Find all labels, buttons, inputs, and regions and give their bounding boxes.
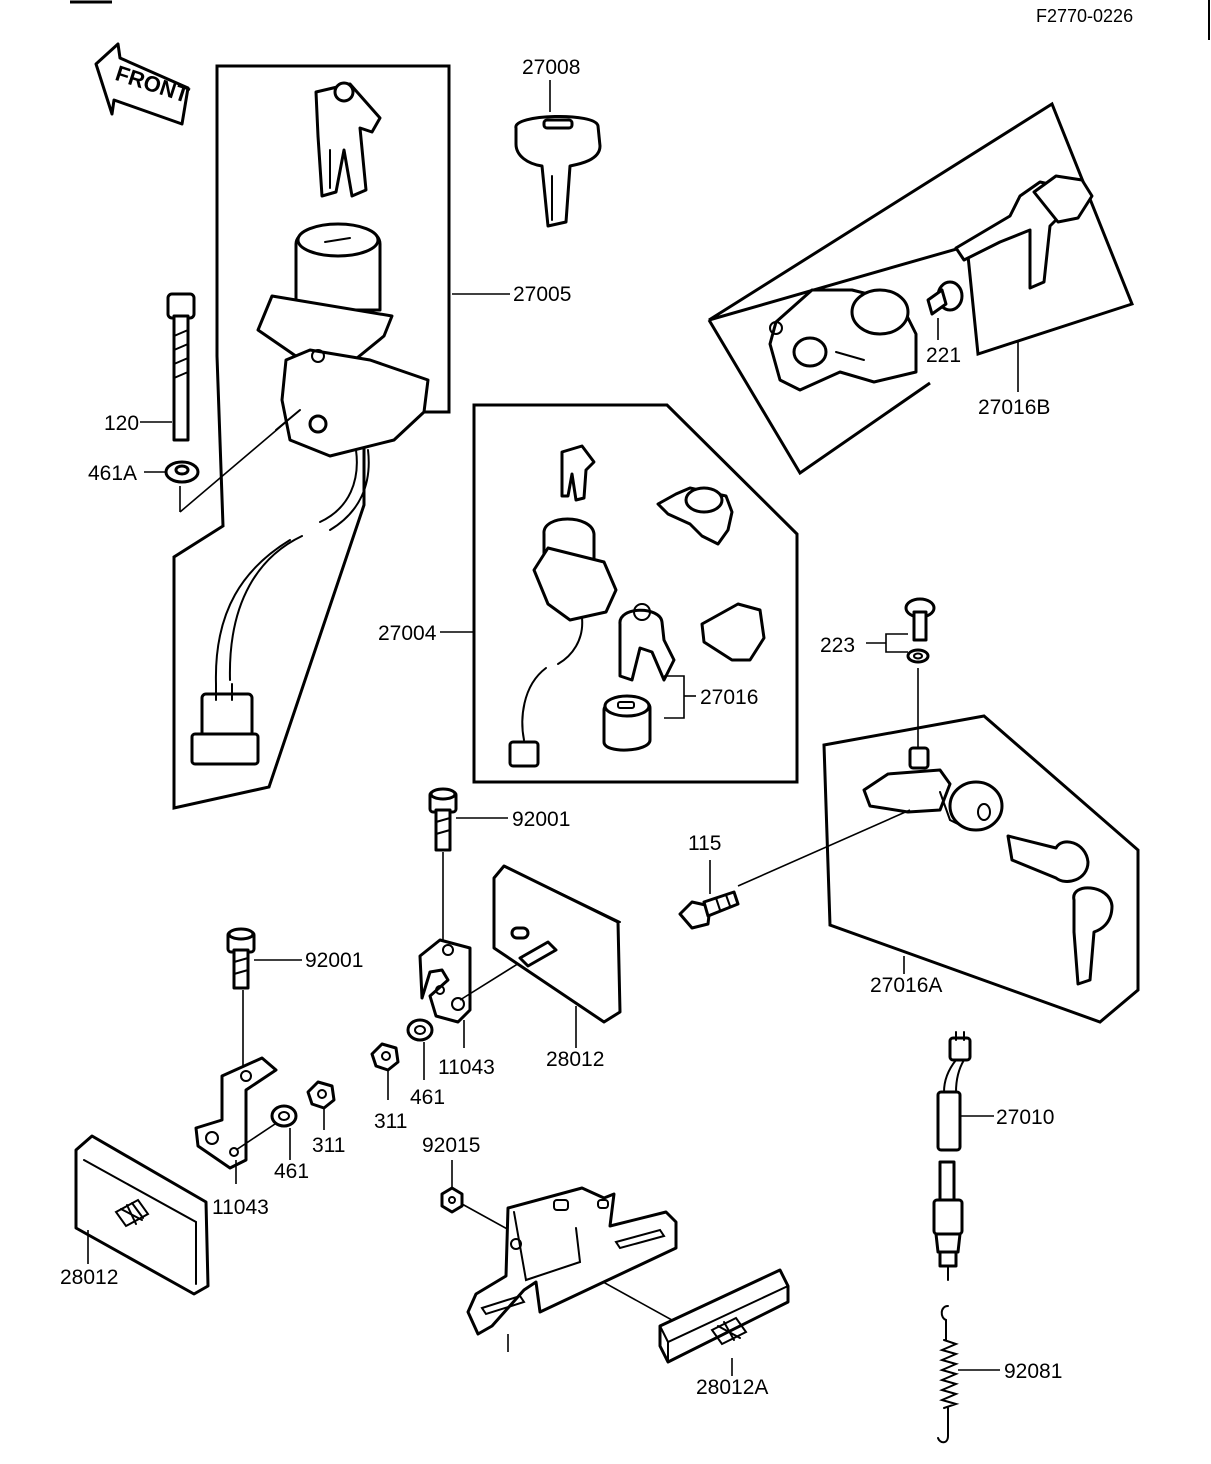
bracket-11043-lower-icon bbox=[194, 1056, 278, 1170]
label-28012-lower: 28012 bbox=[60, 1266, 118, 1289]
ignition-switch-icon bbox=[256, 222, 430, 458]
front-arrow-icon: FRONT bbox=[94, 42, 193, 126]
reflector-28012-upper-icon bbox=[492, 864, 622, 1024]
bracket-11043-upper-icon bbox=[418, 938, 472, 1024]
label-28012A: 28012A bbox=[696, 1376, 768, 1399]
screw-223-icon bbox=[904, 597, 936, 664]
small-ignition-icon bbox=[508, 517, 618, 768]
label-92001-lower: 92001 bbox=[305, 949, 363, 972]
reflector-28012A-grid-icon bbox=[710, 1316, 748, 1346]
bolt-120-icon bbox=[166, 292, 196, 442]
ignition-set-group-27004 bbox=[472, 403, 799, 784]
lock-body-icon bbox=[862, 746, 1004, 832]
key-27008-icon bbox=[514, 80, 602, 228]
label-27016: 27016 bbox=[700, 686, 758, 709]
key-pair-icon bbox=[314, 81, 382, 198]
lock-set-group-27016B bbox=[707, 101, 1134, 476]
seat-lock-icon bbox=[768, 288, 918, 392]
key-pair-27016B-icon bbox=[954, 174, 1094, 290]
label-27016A: 27016A bbox=[870, 974, 942, 997]
nut-92015-icon bbox=[440, 1186, 464, 1214]
ignition-switch-group-27005 bbox=[164, 64, 451, 810]
reflector-28012A-icon bbox=[658, 1268, 790, 1364]
washer-461-lower-icon bbox=[270, 1104, 298, 1128]
figure-reference: F2770-0226 bbox=[1036, 6, 1133, 26]
label-311-upper: 311 bbox=[374, 1110, 407, 1133]
bolt-115-icon bbox=[678, 890, 740, 930]
label-115: 115 bbox=[688, 832, 721, 855]
washer-461-upper-icon bbox=[406, 1018, 434, 1042]
label-27008: 27008 bbox=[522, 56, 580, 79]
tail-lamp-bracket-icon bbox=[466, 1186, 678, 1336]
label-92001-upper: 92001 bbox=[512, 808, 570, 831]
label-461-lower: 461 bbox=[274, 1160, 309, 1183]
small-seat-lock-icon bbox=[656, 486, 734, 546]
reflector-28012-lower-icon bbox=[74, 1134, 210, 1296]
label-120: 120 bbox=[104, 412, 139, 435]
label-461-upper: 461 bbox=[410, 1086, 445, 1109]
nut-311-upper-icon bbox=[370, 1042, 400, 1072]
label-27016B: 27016B bbox=[978, 396, 1050, 419]
small-key-icon bbox=[560, 444, 596, 502]
label-223: 223 bbox=[820, 634, 855, 657]
washer-461A-icon bbox=[164, 460, 200, 484]
label-92081: 92081 bbox=[1004, 1360, 1062, 1383]
reflector-grid-icon bbox=[114, 1198, 150, 1228]
key-pair-27016A-icon bbox=[1006, 834, 1114, 986]
spring-92081-icon bbox=[937, 1305, 960, 1444]
label-92015: 92015 bbox=[422, 1134, 480, 1157]
small-helmet-lock-icon bbox=[700, 602, 766, 662]
lock-group-27016A bbox=[822, 597, 1140, 1024]
screw-221-icon bbox=[926, 280, 964, 316]
switch-27010-icon bbox=[932, 1031, 972, 1281]
label-11043-upper: 11043 bbox=[438, 1056, 495, 1079]
label-11043-lower: 11043 bbox=[212, 1196, 269, 1219]
label-461A: 461A bbox=[88, 462, 137, 485]
ignition-wire-connector-icon bbox=[190, 449, 370, 766]
label-27010: 27010 bbox=[996, 1106, 1054, 1129]
label-221: 221 bbox=[926, 344, 961, 367]
label-28012-upper: 28012 bbox=[546, 1048, 604, 1071]
label-27004: 27004 bbox=[378, 622, 437, 645]
label-311-lower: 311 bbox=[312, 1134, 345, 1157]
lock-cylinder-icon bbox=[602, 694, 652, 752]
bolt-92001-lower-icon bbox=[226, 927, 256, 990]
label-27005: 27005 bbox=[513, 283, 571, 306]
key-pair-27016-icon bbox=[618, 603, 676, 682]
nut-311-lower-icon bbox=[306, 1080, 336, 1110]
bolt-92001-upper-icon bbox=[428, 787, 458, 852]
